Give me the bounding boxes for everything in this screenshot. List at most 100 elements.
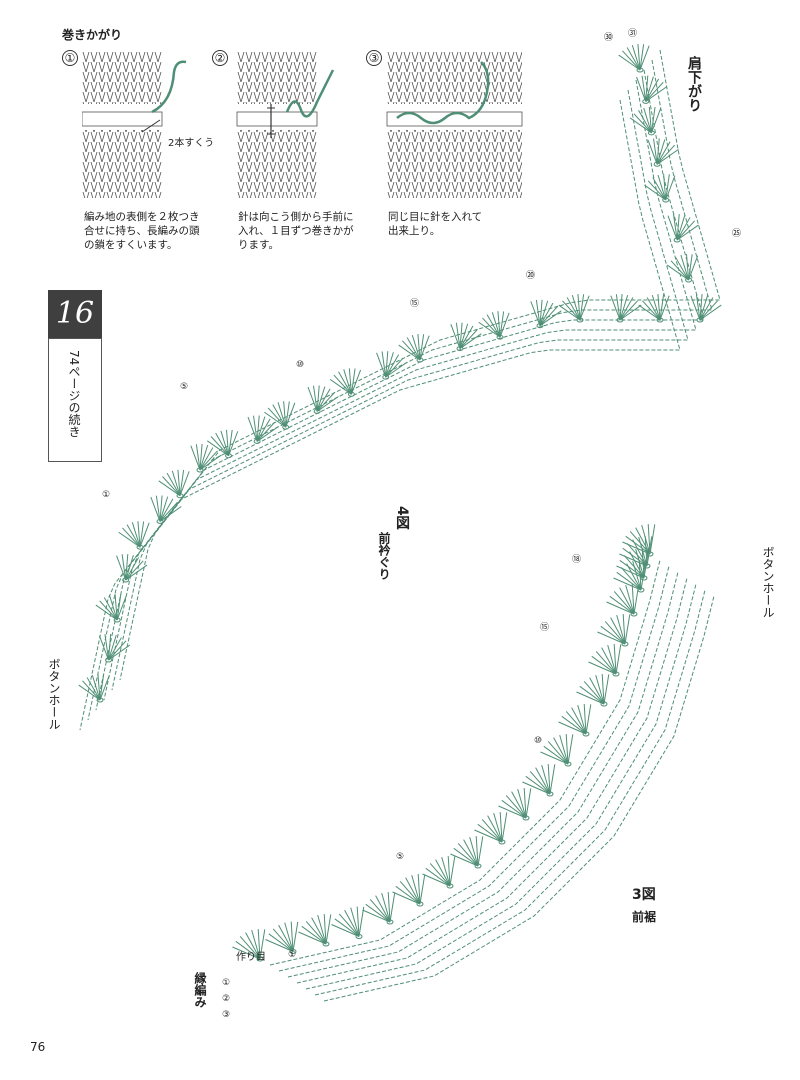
figure-4-subtitle: 前衿ぐり [377,532,391,580]
fan-stitch [95,594,127,623]
figure-3-row-18: ⑱ [572,555,582,565]
fan-stitch [190,444,222,473]
figure-3-stitch-chart [232,524,715,1002]
fan-stitch [558,704,592,737]
step-2-caption: 針は向こう側から手前に 入れ、１目ずつ巻きかが ります。 [238,211,354,251]
figure-4-stitch-chart [78,44,722,731]
figure-4-row-1: ① [102,490,111,500]
fan-stitch [597,614,631,647]
pattern-number-badge: 16 [48,290,102,338]
figure-3-row-10: ⑩ [534,736,543,746]
fan-stitch [362,892,396,925]
continuation-note-box [48,338,102,462]
fan-stitch [118,521,150,550]
fan-stitch [331,906,365,939]
chain-row [111,59,713,691]
figure-4-row-15: ⑮ [410,299,420,309]
chain-row [95,79,697,711]
fan-stitch [116,554,148,583]
fan-stitch [644,174,676,203]
fan-stitch [667,214,699,243]
fan-stitch [638,294,670,323]
fan-stitch [474,812,508,845]
fan-stitch [376,351,408,380]
fan-stitch [498,788,532,821]
fan-stitch [265,921,299,954]
fan-stitch [690,294,722,323]
fan-stitch [530,299,562,329]
step-3-number: ③ [366,50,382,66]
chain-row [103,69,705,701]
edge-row-2: ② [222,994,231,1004]
chain-row [79,99,681,731]
chain-row [119,49,721,681]
step-2-illustration [236,52,335,198]
fan-stitch [522,764,556,797]
fan-stitch [450,322,482,352]
chain-row [269,559,661,966]
page-number: 76 [30,1040,46,1054]
fan-stitch [629,106,662,136]
fan-stitch [329,368,362,397]
edge-row-3: ③ [222,1010,231,1020]
fan-stitch [540,734,574,767]
fan-stitch [666,254,699,283]
fan-stitch [422,856,456,889]
step-2-number: ② [212,50,228,66]
fan-stitch [150,495,182,524]
figure-4-row-20: ⑳ [526,271,536,281]
figure-4-row-5: ⑤ [180,382,189,392]
fan-stitch [392,874,426,907]
edge-row-1: ① [222,978,231,988]
figure-4-title: 4図 [394,506,410,530]
fan-stitch [78,674,110,703]
fan-stitch [247,415,279,444]
fan-stitch [606,584,640,617]
step-1-caption: 編み地の表側を２枚つき 合せに持ち、長編みの頭 の鎖をすくいます。 [84,211,200,251]
step-3-illustration [386,52,523,198]
figure-4-row-30: ㉚ [604,33,614,43]
fan-stitch [98,634,131,663]
fan-stitch [206,429,239,459]
chain-row [87,89,689,721]
chain-row [314,589,706,996]
figure-3-start-label: 作り目 [236,952,266,963]
step-1-callout: 2本すくう [168,138,215,149]
chain-row [287,571,679,978]
figure-3-row-15: ⑮ [540,623,550,633]
whipstitch-illustrations [82,52,523,198]
step-1-number: ① [62,50,78,66]
fan-stitch [647,138,679,167]
fan-stitch [158,469,190,499]
fan-stitch [558,294,590,323]
step-1-illustration [82,52,187,198]
figure-3-title: 3図 [632,887,656,903]
fan-stitch [450,836,484,869]
fan-stitch [636,75,668,104]
chain-row [296,577,688,984]
continuation-note: 74ページの続き [67,350,81,438]
figure-3-edge-label: 縁編み [193,972,207,1008]
fan-stitch [298,914,332,947]
figure-3-buttonhole-label: ボタンホール [761,546,775,618]
chain-row [305,583,697,990]
figure-3-subtitle: 前裾 [632,910,657,924]
fan-stitch [264,401,296,430]
fan-stitch [576,674,610,707]
fan-stitch [588,644,622,677]
fan-stitch [398,334,430,363]
figure-4-row-25: ㉕ [732,229,742,239]
chain-row [278,565,670,972]
fan-stitch [307,385,339,414]
figure-4-buttonhole-label: ボタンホール [47,658,61,730]
fan-stitch [232,929,266,962]
figure-4-row-31: ㉛ [628,29,638,39]
chain-row [323,595,715,1002]
figure-4-row-10: ⑩ [296,360,305,370]
fan-stitch [618,44,650,73]
step-3-caption: 同じ目に針を入れて 出来上り。 [388,211,483,237]
figure-3-row-5: ⑤ [396,852,405,862]
fan-stitch [622,524,656,557]
figure-4-top-label: 肩下がり [686,56,702,112]
